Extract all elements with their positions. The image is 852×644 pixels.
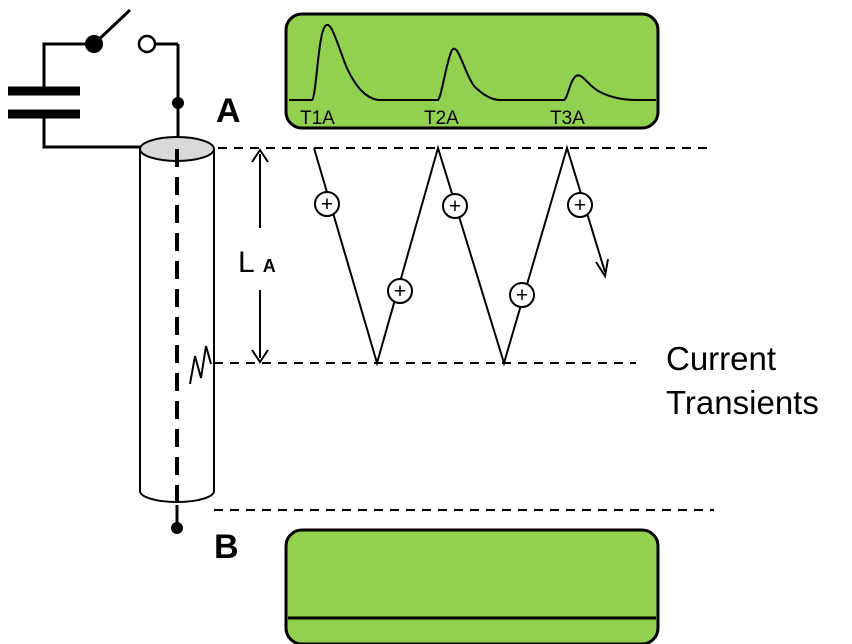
caption-line-2: Transients [666,384,819,421]
reference-lines [214,147,714,511]
charge-markers: + + + + + [314,191,593,308]
peak-label-t3a: T3A [550,108,585,129]
fault-spark [189,345,212,385]
svg-text:+: + [394,280,406,303]
node-a-dot [172,97,184,109]
caption-line-1: Current [666,340,776,377]
arrow-head [595,258,609,279]
bottom-waveform-screen [284,528,660,644]
cable [139,136,215,534]
charge-marker: + [567,192,593,218]
top-waveform-screen: T1A T2A T3A [284,12,660,130]
charge-marker: + [509,282,535,308]
switch [85,8,178,54]
reflection-path [313,144,609,367]
node-b-label: B [214,528,239,566]
node-b-dot [171,522,183,534]
source-circuit [8,8,184,149]
svg-text:+: + [449,195,461,218]
charge-marker: + [387,278,413,304]
peak-label-t1a: T1A [300,108,335,129]
peak-label-t2a: T2A [424,108,459,129]
charge-marker: + [442,193,468,219]
svg-text:+: + [516,284,528,307]
transient-waveform [289,23,656,101]
charge-marker: + [314,191,340,217]
svg-text:+: + [574,194,586,217]
svg-text:+: + [321,193,333,216]
node-a-label: A [216,92,241,130]
